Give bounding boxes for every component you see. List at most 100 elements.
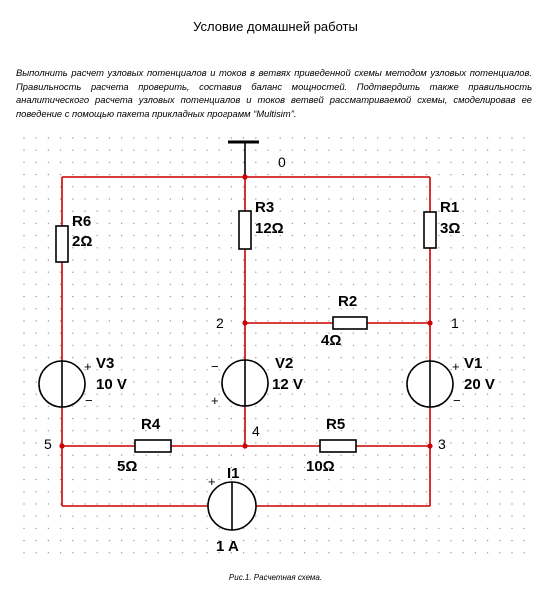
- grid-dot: [230, 442, 233, 444]
- grid-dot: [401, 417, 403, 420]
- grid-dot: [59, 308, 62, 310]
- grid-dot: [84, 478, 86, 481]
- grid-dot: [23, 491, 25, 493]
- grid-dot: [364, 417, 367, 420]
- grid-dot: [108, 222, 111, 225]
- grid-dot: [242, 186, 245, 188]
- page-title: Условие домашней работы: [193, 19, 358, 34]
- grid-dot: [352, 295, 355, 298]
- grid-dot: [255, 454, 257, 456]
- grid-dot: [340, 430, 342, 432]
- grid-dot: [499, 283, 501, 286]
- grid-dot: [413, 405, 416, 408]
- grid-dot: [425, 332, 428, 334]
- grid-dot: [474, 295, 477, 298]
- grid-dot: [120, 491, 123, 493]
- grid-dot: [474, 210, 477, 212]
- grid-dot: [218, 539, 220, 542]
- grid-dot: [47, 161, 50, 164]
- grid-dot: [438, 149, 440, 151]
- grid-dot: [47, 466, 50, 469]
- grid-dot: [377, 332, 379, 334]
- grid-dot: [462, 308, 464, 310]
- grid-dot: [206, 247, 208, 249]
- grid-dot: [169, 491, 172, 493]
- grid-dot: [145, 344, 147, 347]
- grid-dot: [364, 344, 367, 347]
- grid-dot: [450, 539, 452, 542]
- grid-dot: [255, 320, 257, 322]
- grid-dot: [242, 478, 245, 481]
- grid-dot: [230, 552, 233, 554]
- grid-dot: [267, 271, 269, 273]
- grid-dot: [450, 552, 452, 554]
- grid-dot: [23, 137, 25, 139]
- grid-dot: [425, 149, 428, 151]
- grid-dot: [413, 539, 416, 542]
- grid-dot: [523, 454, 525, 456]
- grid-dot: [23, 222, 25, 225]
- grid-dot: [194, 295, 196, 298]
- grid-dot: [474, 369, 477, 371]
- grid-dot: [511, 247, 513, 249]
- grid-dot: [389, 515, 391, 517]
- grid-dot: [316, 527, 318, 530]
- grid-dot: [194, 210, 196, 212]
- grid-dot: [462, 552, 464, 554]
- junction-node-0: [242, 174, 248, 180]
- grid-dot: [511, 405, 513, 408]
- grid-dot: [279, 552, 281, 554]
- grid-dot: [23, 161, 25, 164]
- grid-dot: [352, 491, 355, 493]
- grid-dot: [169, 454, 172, 456]
- grid-dot: [511, 503, 513, 505]
- grid-dot: [47, 186, 50, 188]
- grid-dot: [169, 552, 172, 554]
- grid-dot: [59, 442, 62, 444]
- grid-dot: [389, 381, 391, 383]
- grid-dot: [59, 491, 62, 493]
- grid-dot: [230, 320, 233, 322]
- grid-dot: [438, 186, 440, 188]
- grid-dot: [47, 552, 50, 554]
- grid-dot: [96, 454, 98, 456]
- grid-dot: [96, 539, 98, 542]
- grid-dot: [47, 320, 50, 322]
- grid-dot: [35, 515, 37, 517]
- grid-dot: [255, 442, 257, 444]
- grid-dot: [23, 173, 25, 176]
- grid-dot: [462, 259, 464, 261]
- grid-dot: [133, 369, 135, 371]
- grid-dot: [486, 466, 489, 469]
- grid-dot: [511, 308, 513, 310]
- grid-dot: [511, 344, 513, 347]
- grid-dot: [72, 222, 74, 225]
- grid-dot: [450, 503, 452, 505]
- grid-dot: [328, 454, 330, 456]
- grid-dot: [389, 210, 391, 212]
- grid-dot: [59, 149, 62, 151]
- grid-dot: [169, 539, 172, 542]
- grid-dot: [486, 137, 489, 139]
- grid-dot: [23, 271, 25, 273]
- grid-dot: [462, 332, 464, 334]
- grid-dot: [389, 369, 391, 371]
- grid-dot: [267, 454, 269, 456]
- grid-dot: [255, 173, 257, 176]
- grid-dot: [377, 295, 379, 298]
- grid-dot: [377, 552, 379, 554]
- grid-dot: [72, 417, 74, 420]
- grid-dot: [267, 332, 269, 334]
- grid-dot: [511, 381, 513, 383]
- grid-dot: [206, 515, 208, 517]
- grid-dot: [157, 430, 159, 432]
- grid-dot: [364, 295, 367, 298]
- grid-dot: [303, 430, 306, 432]
- grid-dot: [84, 369, 86, 371]
- grid-dot: [255, 332, 257, 334]
- grid-dot: [413, 332, 416, 334]
- grid-dot: [23, 332, 25, 334]
- grid-dot: [84, 161, 86, 164]
- grid-dot: [303, 552, 306, 554]
